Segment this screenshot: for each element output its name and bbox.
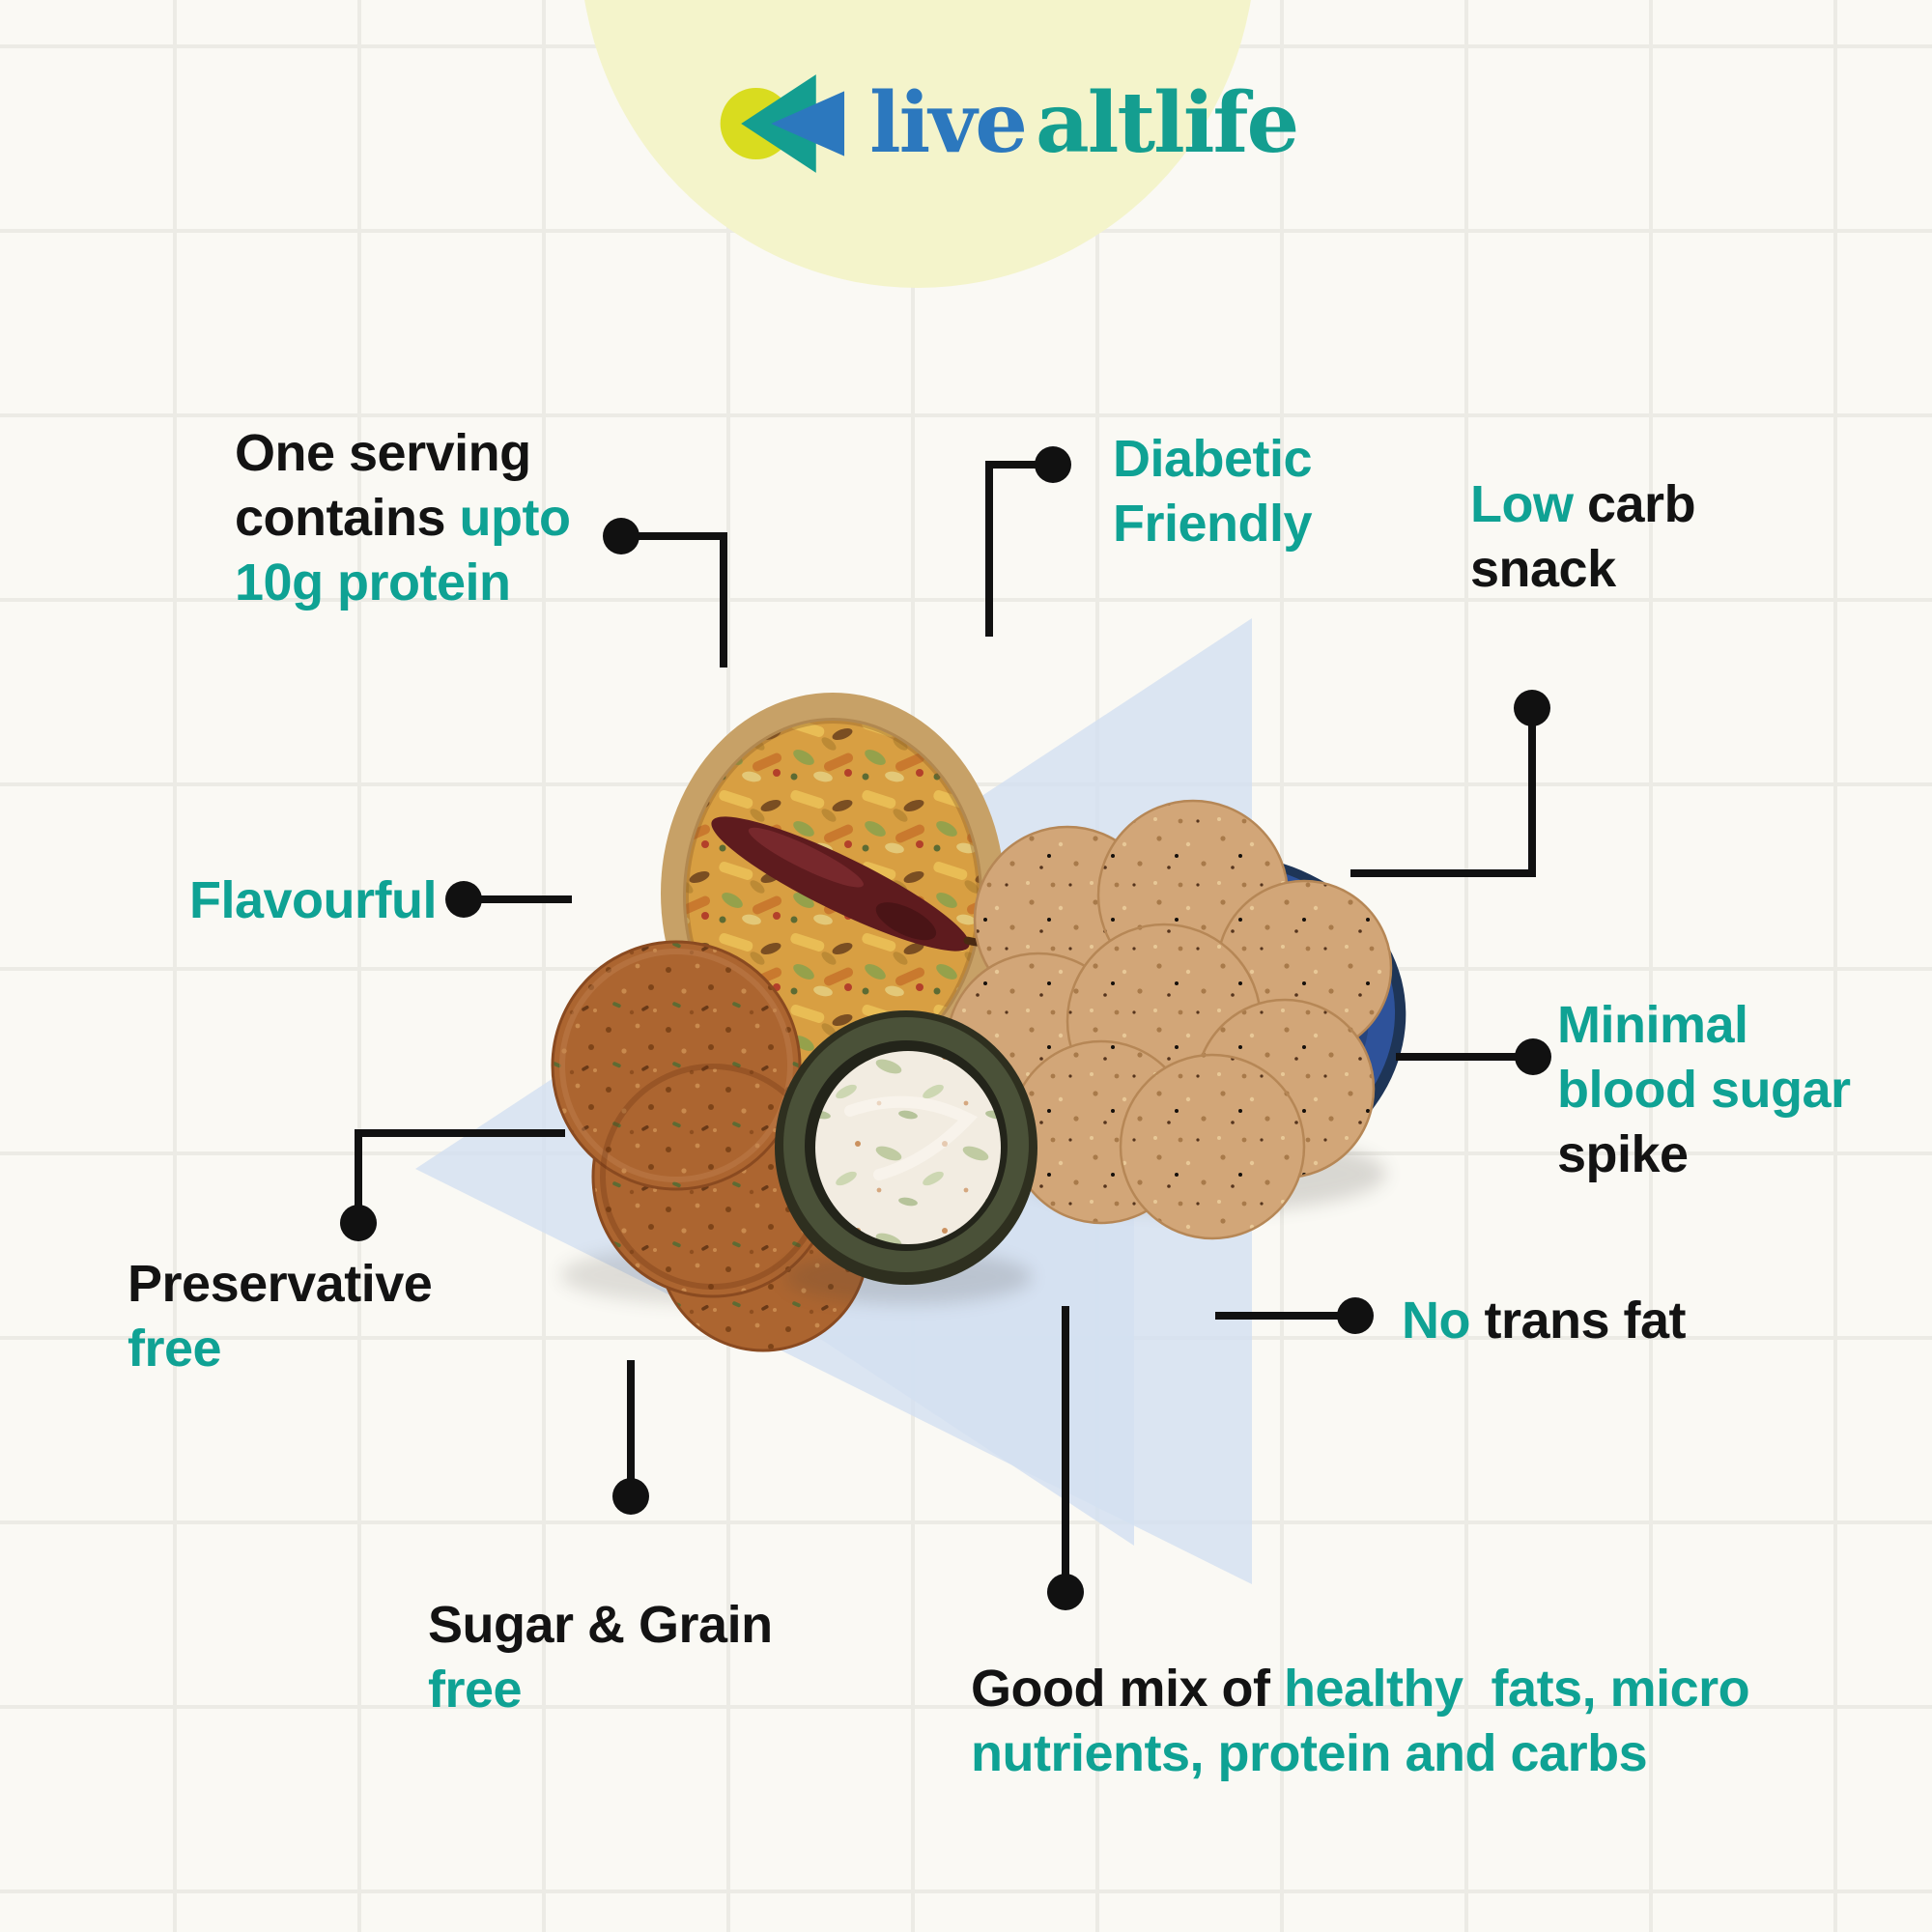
yogurt-dip-bowl-photo <box>775 1010 1037 1304</box>
connector-line <box>720 532 727 668</box>
callout-line: Sugar & Grain <box>428 1593 773 1658</box>
callout-text-segment: One serving <box>235 424 531 482</box>
rewind-triangles-icon <box>720 74 845 173</box>
connector-dot <box>1514 690 1550 726</box>
connector-dot <box>445 881 482 918</box>
callout-line: Diabetic <box>1113 427 1313 492</box>
callout-text-segment: No <box>1402 1292 1470 1350</box>
callout-text-segment: Friendly <box>1113 495 1313 553</box>
callout-minimal-blood-sugar: Minimal blood sugar spike <box>1557 993 1851 1187</box>
callout-text-segment: Preservative <box>128 1255 433 1313</box>
callout-text-segment: 10g protein <box>235 554 511 611</box>
callout-line: blood sugar <box>1557 1058 1851 1122</box>
connector-dot <box>1515 1038 1551 1075</box>
connector-line <box>1396 1053 1520 1061</box>
callout-line: No trans fat <box>1402 1289 1687 1353</box>
callout-preservative-free: Preservative free <box>128 1252 433 1381</box>
callout-text-segment: healthy fats, micro <box>1284 1660 1750 1718</box>
callout-line: spike <box>1557 1122 1851 1187</box>
crackers <box>945 799 1393 1240</box>
callout-line: One serving <box>235 421 571 486</box>
callout-text-segment: Low <box>1470 475 1574 533</box>
callout-text-segment: Minimal <box>1557 996 1748 1054</box>
brand-word-live: live <box>869 74 1028 172</box>
connector-line <box>985 461 993 637</box>
callout-text-segment: Flavourful <box>189 871 438 929</box>
callout-line: free <box>428 1658 773 1722</box>
connector-line <box>637 532 727 540</box>
cracker-plate-photo <box>945 799 1406 1240</box>
callout-line: nutrients, protein and carbs <box>971 1721 1749 1786</box>
callout-line: free <box>128 1317 432 1381</box>
callout-no-trans-fat: No trans fat <box>1402 1289 1687 1353</box>
callout-text-segment: Good mix of <box>971 1660 1284 1718</box>
connector-dot <box>1337 1297 1374 1334</box>
callout-flavourful: Flavourful <box>189 868 438 933</box>
callout-line: Flavourful <box>189 868 438 933</box>
connector-line <box>355 1129 362 1212</box>
connector-line <box>627 1360 635 1482</box>
connector-line <box>1528 723 1536 877</box>
callout-text-segment: upto <box>459 489 571 547</box>
connector-line <box>1350 869 1536 877</box>
callout-text-segment: Sugar & Grain <box>428 1596 773 1654</box>
connector-line <box>1062 1306 1069 1578</box>
callout-sugar-grain-free: Sugar & Grain free <box>428 1593 773 1722</box>
herb-cookies-photo <box>551 940 869 1352</box>
callout-text-segment: blood sugar <box>1557 1061 1851 1119</box>
callout-text-segment: carb <box>1573 475 1696 533</box>
callout-line: Good mix of healthy fats, micro <box>971 1657 1750 1721</box>
connector-dot <box>1047 1574 1084 1610</box>
callout-line: Preservative <box>128 1252 433 1317</box>
callout-text-segment: free <box>128 1320 222 1378</box>
callout-text-segment: spike <box>1557 1125 1689 1183</box>
callout-text-segment: snack <box>1470 540 1616 598</box>
connector-line <box>479 895 572 903</box>
callout-line: snack <box>1470 537 1695 602</box>
callout-text-segment: nutrients, protein and carbs <box>971 1724 1648 1782</box>
callout-line: contains upto <box>235 486 571 551</box>
callout-line: Minimal <box>1557 993 1851 1058</box>
callout-line: 10g protein <box>235 551 571 615</box>
callout-line: Low carb <box>1470 472 1696 537</box>
callout-text-segment: free <box>428 1661 523 1719</box>
callout-line: Friendly <box>1113 492 1313 556</box>
connector-line <box>985 461 1041 469</box>
connector-line <box>355 1129 565 1137</box>
connector-line <box>1215 1312 1343 1320</box>
callout-text-segment: trans fat <box>1469 1292 1687 1350</box>
callout-text-segment: Diabetic <box>1113 430 1313 488</box>
callout-text-segment: contains <box>235 489 460 547</box>
connector-dot <box>612 1478 649 1515</box>
brand-word-altlife: altlife <box>1036 74 1299 172</box>
connector-dot <box>603 518 639 554</box>
